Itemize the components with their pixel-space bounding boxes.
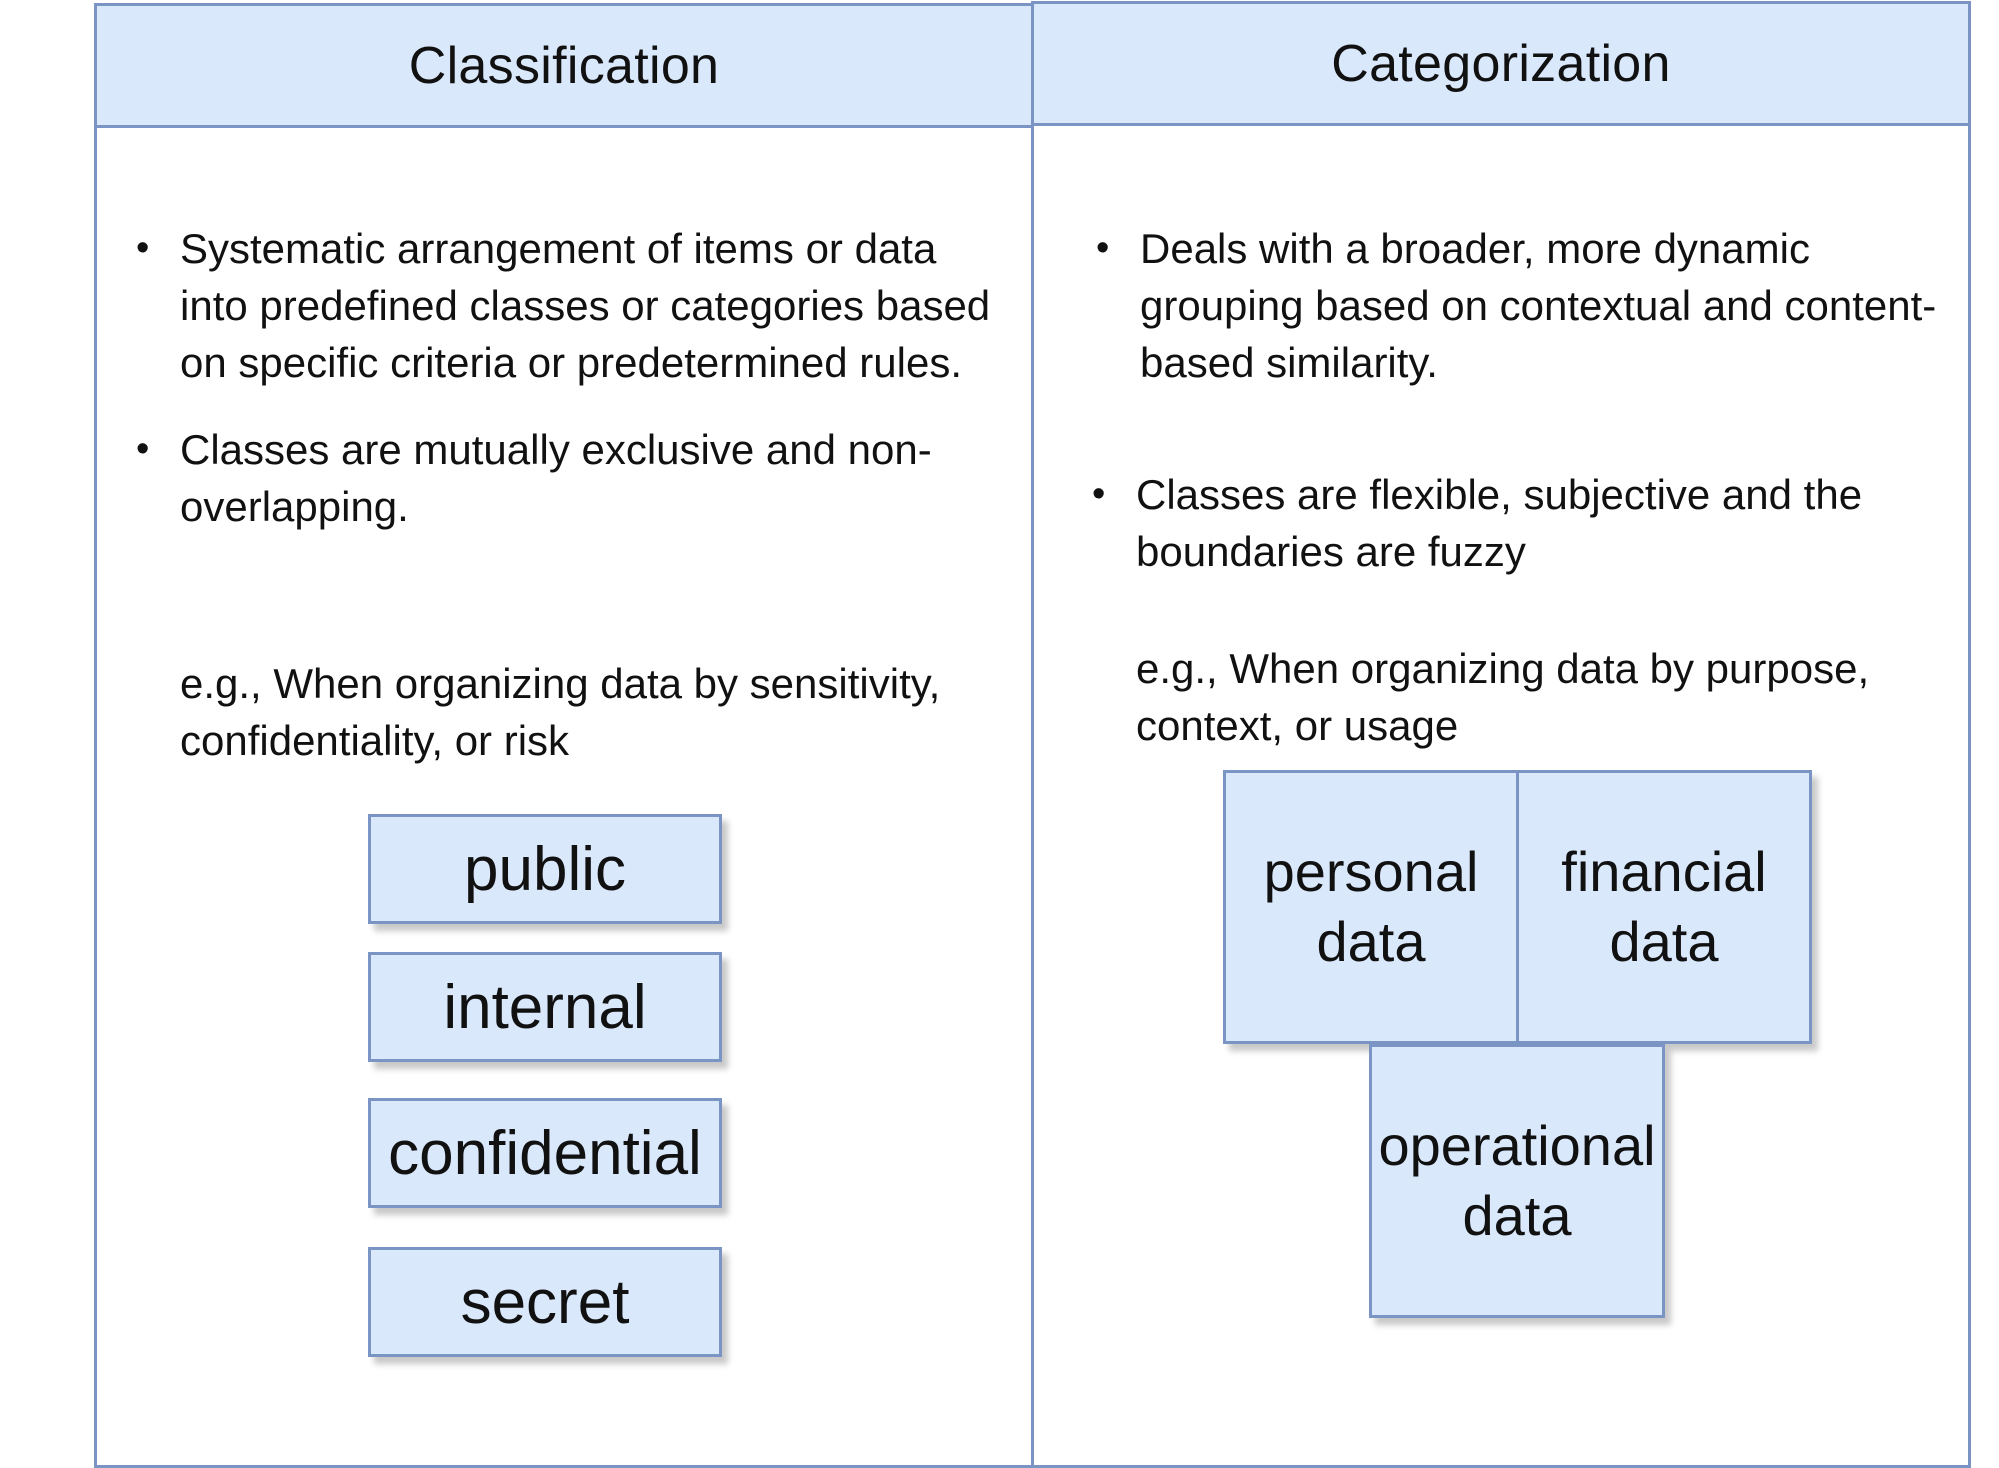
bullet-dot: • (1092, 473, 1106, 515)
level-box-secret: secret (368, 1247, 722, 1357)
bullet-dot: • (136, 227, 150, 269)
classification-bullet-text: Systematic arrangement of items or data … (180, 225, 991, 386)
classification-bullet-text: Classes are mutually exclusive and non-o… (180, 426, 932, 530)
level-box-confidential: confidential (368, 1098, 722, 1208)
categorization-bullet-text: Classes are flexible, subjective and the… (1136, 471, 1863, 575)
categorization-title: Categorization (1034, 4, 1968, 126)
level-box-public: public (368, 814, 722, 924)
categorization-bullet: • Deals with a broader, more dynamic gro… (1096, 220, 1960, 391)
bullet-dot: • (136, 428, 150, 470)
categorization-bullets: • Deals with a broader, more dynamic gro… (1092, 220, 1960, 580)
classification-example: e.g., When organizing data by sensitivit… (180, 660, 941, 764)
categorization-bullet-text: Deals with a broader, more dynamic group… (1140, 225, 1937, 386)
classification-bullet: • Systematic arrangement of items or dat… (136, 220, 1000, 391)
category-box-personal: personal data (1223, 770, 1519, 1044)
classification-bullet: • Classes are mutually exclusive and non… (136, 421, 1000, 535)
categorization-bullet: • Classes are flexible, subjective and t… (1092, 466, 1956, 580)
category-box-financial: financial data (1516, 770, 1812, 1044)
level-box-internal: internal (368, 952, 722, 1062)
classification-panel: Classification (94, 3, 1034, 1468)
categorization-example: e.g., When organizing data by purpose, c… (1136, 645, 1870, 749)
classification-title: Classification (97, 6, 1031, 128)
category-box-operational: operational data (1369, 1044, 1665, 1318)
classification-bullets: • Systematic arrangement of items or dat… (136, 220, 1000, 535)
bullet-dot: • (1096, 227, 1110, 269)
